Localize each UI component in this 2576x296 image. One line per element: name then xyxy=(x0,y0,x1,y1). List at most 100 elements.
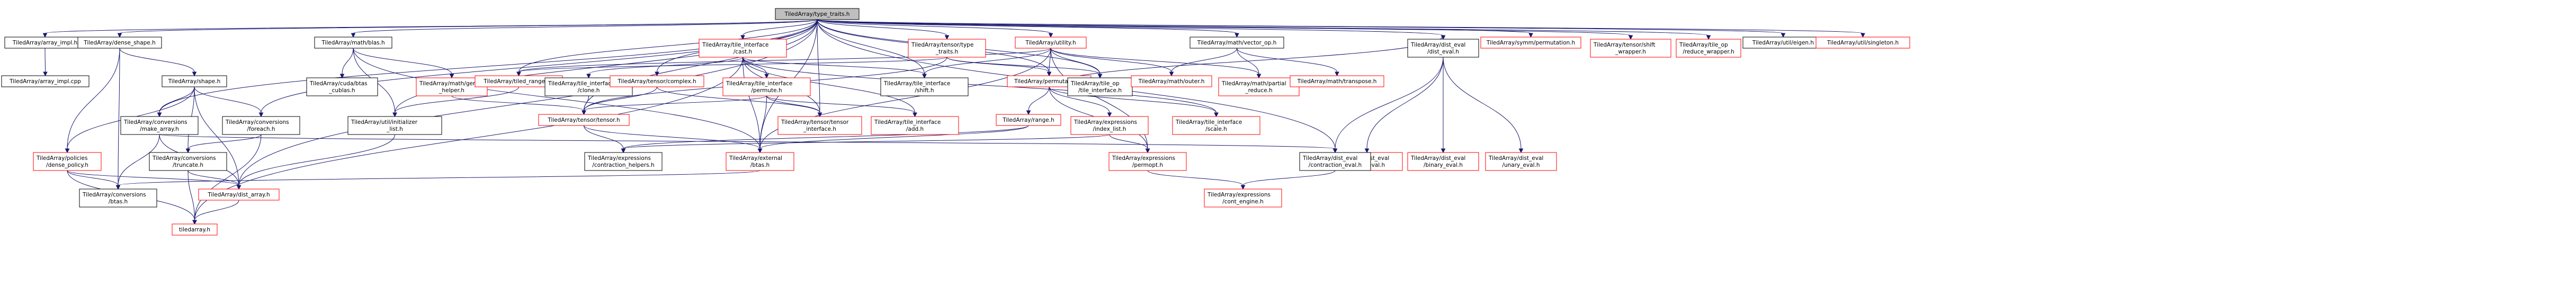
node-box xyxy=(1407,39,1479,58)
edge-arrowhead xyxy=(1240,185,1246,190)
node-label: TiledArray/conversions xyxy=(152,155,216,162)
node-label: TiledArray/util/singleton.h xyxy=(1827,40,1899,46)
node-math_blas[interactable]: TiledArray/math/blas.h xyxy=(314,37,392,49)
node-expr_contraction_helpers[interactable]: TiledArray/expressions/contraction_helpe… xyxy=(584,152,663,171)
node-layer: TiledArray/type_traits.hTiledArray/array… xyxy=(1,8,1910,236)
node-dist_eval_unary[interactable]: TiledArray/dist_eval/unary_eval.h xyxy=(1485,152,1557,171)
edge-tile_interface_permute-to-external_btas xyxy=(759,95,767,149)
edge-arrowhead xyxy=(236,185,241,190)
node-tensor_shift[interactable]: TiledArray/tensor/shift_wrapper.h xyxy=(1590,39,1671,58)
node-math_transpose[interactable]: TiledArray/math/transpose.h xyxy=(1290,75,1384,87)
node-label: TiledArray/tiled_range1.h xyxy=(483,78,553,85)
edge-conversions_truncate-to-tiledarray xyxy=(187,170,195,221)
node-array_impl_cpp[interactable]: TiledArray/array_impl.cpp xyxy=(1,75,90,87)
node-label: TiledArray/tile_interface xyxy=(883,80,950,87)
node-label: /tile_interface.h xyxy=(1078,87,1122,94)
node-label: TiledArray/tensor/tensor.h xyxy=(547,117,620,123)
node-box xyxy=(1815,37,1910,49)
node-shape[interactable]: TiledArray/shape.h xyxy=(162,75,227,87)
edge-gemm_helper-to-tensor_tensor xyxy=(451,95,584,111)
node-label: /reduce_wrapper.h xyxy=(1683,49,1734,55)
node-box xyxy=(1299,152,1371,171)
edge-tile_interface_cast-to-external_btas xyxy=(743,57,761,149)
edge-tensor_complex-to-tensor_tensor xyxy=(584,86,657,111)
edge-conversions_make_array-to-dist_eval_contraction xyxy=(159,134,1336,149)
node-dist_eval_binary[interactable]: TiledArray/dist_eval/binary_eval.h xyxy=(1407,152,1479,171)
node-conversions_truncate[interactable]: TiledArray/conversions/truncate.h xyxy=(149,152,227,171)
node-box xyxy=(610,75,704,87)
node-cuda_blas[interactable]: TiledArray/cuda/btas_cublas.h xyxy=(306,77,378,96)
node-label: _helper.h xyxy=(439,87,464,94)
node-vector_op[interactable]: TiledArray/math/vector_op.h xyxy=(1189,37,1284,49)
node-label: TiledArray/tile_interface xyxy=(874,119,941,125)
node-tensor_type_traits[interactable]: TiledArray/tensor/type_traits.h xyxy=(908,39,986,58)
edge-tiled_range1-to-util_initializer_list xyxy=(395,86,519,113)
edge-dense_shape-to-policies_dense xyxy=(67,48,120,149)
node-util_singleton[interactable]: TiledArray/util/singleton.h xyxy=(1815,37,1910,49)
edge-shape-to-conversions_foreach xyxy=(194,86,262,113)
node-expr_permopt[interactable]: TiledArray/expressions/permopt.h xyxy=(1108,152,1187,171)
node-tiled_range1[interactable]: TiledArray/tiled_range1.h xyxy=(475,75,563,87)
edge-arrowhead xyxy=(764,74,769,79)
node-expr_cont_engine[interactable]: TiledArray/expressions/cont_engine.h xyxy=(1204,189,1282,208)
node-box xyxy=(77,37,162,49)
node-label: TiledArray/tensor/complex.h xyxy=(617,78,696,85)
node-label: /clone.h xyxy=(578,87,600,94)
edge-shape-to-dist_array xyxy=(194,86,239,186)
edge-arrowhead xyxy=(1518,148,1524,154)
node-box xyxy=(726,152,794,171)
node-symm_perm[interactable]: TiledArray/symm/permutation.h xyxy=(1480,37,1581,49)
edge-type_traits-to-conversions_foreach xyxy=(261,19,818,113)
node-conversions_btas[interactable]: TiledArray/conversions/btas.h xyxy=(79,189,157,208)
node-tensor_tensor[interactable]: TiledArray/tensor/tensor.h xyxy=(538,114,630,126)
edge-arrowhead xyxy=(1256,74,1262,79)
node-label: /truncate.h xyxy=(173,162,203,168)
node-tile_interface_permute[interactable]: TiledArray/tile_interface/permute.h xyxy=(722,77,811,96)
node-utility[interactable]: TiledArray/utility.h xyxy=(1015,37,1087,49)
node-dist_eval[interactable]: TiledArray/dist_eval/dist_eval.h xyxy=(1407,39,1479,58)
node-util_eigen[interactable]: TiledArray/util/eigen.h xyxy=(1742,37,1824,49)
node-tile_interface_cast[interactable]: TiledArray/tile_interface/cast.h xyxy=(699,39,787,58)
node-box xyxy=(871,116,959,135)
node-math_partial_reduce[interactable]: TiledArray/math/partial_reduce.h xyxy=(1218,77,1300,96)
edge-arrowhead xyxy=(1145,148,1150,154)
edge-policies_dense-to-dist_array xyxy=(67,170,239,186)
node-tile_op_tile_interface[interactable]: TiledArray/tile_op/tile_interface.h xyxy=(1067,77,1133,96)
node-label: TiledArray/conversions xyxy=(82,192,146,198)
node-tile_interface_shift[interactable]: TiledArray/tile_interface/shift.h xyxy=(880,77,969,96)
edge-range-to-external_btas xyxy=(759,125,1029,149)
node-box xyxy=(996,114,1061,126)
node-label: _list.h xyxy=(386,126,403,132)
node-range[interactable]: TiledArray/range.h xyxy=(996,114,1061,126)
node-array_impl_h[interactable]: TiledArray/array_impl.h xyxy=(4,37,86,49)
node-conversions_foreach[interactable]: TiledArray/conversions/foreach.h xyxy=(222,116,300,135)
edge-arrowhead xyxy=(586,74,591,79)
node-expr_index_list[interactable]: TiledArray/expressions/index_list.h xyxy=(1070,116,1149,135)
node-tensor_tensor_interface[interactable]: TiledArray/tensor/tensor_interface.h xyxy=(777,116,862,135)
node-label: TiledArray/tile_op xyxy=(1070,80,1120,87)
node-label: _interface.h xyxy=(803,126,836,132)
node-math_outer[interactable]: TiledArray/math/outer.h xyxy=(1131,75,1212,87)
node-dist_eval_contraction[interactable]: TiledArray/dist_eval/contraction_eval.h xyxy=(1299,152,1371,171)
edge-type_traits-to-util_eigen xyxy=(817,19,1784,34)
edge-type_traits-to-tensor_tensor_interface xyxy=(817,19,820,113)
node-dist_array[interactable]: TiledArray/dist_array.h xyxy=(198,189,280,201)
edge-arrowhead xyxy=(944,35,950,40)
node-box xyxy=(1015,37,1087,49)
node-label: TiledArray/dist_eval xyxy=(1410,155,1465,162)
node-util_initializer_list[interactable]: TiledArray/util/initializer_list.h xyxy=(347,116,442,135)
edge-expr_permopt-to-expr_cont_engine xyxy=(1147,170,1244,186)
edge-arrowhead xyxy=(43,71,48,77)
edge-tile_interface_cast-to-tile_interface_add xyxy=(743,57,915,113)
node-tile_interface_scale[interactable]: TiledArray/tile_interface/scale.h xyxy=(1172,116,1260,135)
node-external_btas[interactable]: TiledArray/external/btas.h xyxy=(726,152,794,171)
node-tensor_complex[interactable]: TiledArray/tensor/complex.h xyxy=(610,75,704,87)
node-dense_shape[interactable]: TiledArray/dense_shape.h xyxy=(77,37,162,49)
edge-arrowhead xyxy=(351,33,356,38)
node-tiledarray[interactable]: tiledarray.h xyxy=(172,223,218,236)
node-tile_interface_add[interactable]: TiledArray/tile_interface/add.h xyxy=(871,116,959,135)
node-label: TiledArray/dist_array.h xyxy=(207,192,270,198)
node-tile_op_reduce[interactable]: TiledArray/tile_op/reduce_wrapper.h xyxy=(1676,39,1741,58)
node-conversions_make_array[interactable]: TiledArray/conversions/make_array.h xyxy=(120,116,199,135)
node-policies_dense[interactable]: TiledArray/policies/dense_policy.h xyxy=(33,152,102,171)
